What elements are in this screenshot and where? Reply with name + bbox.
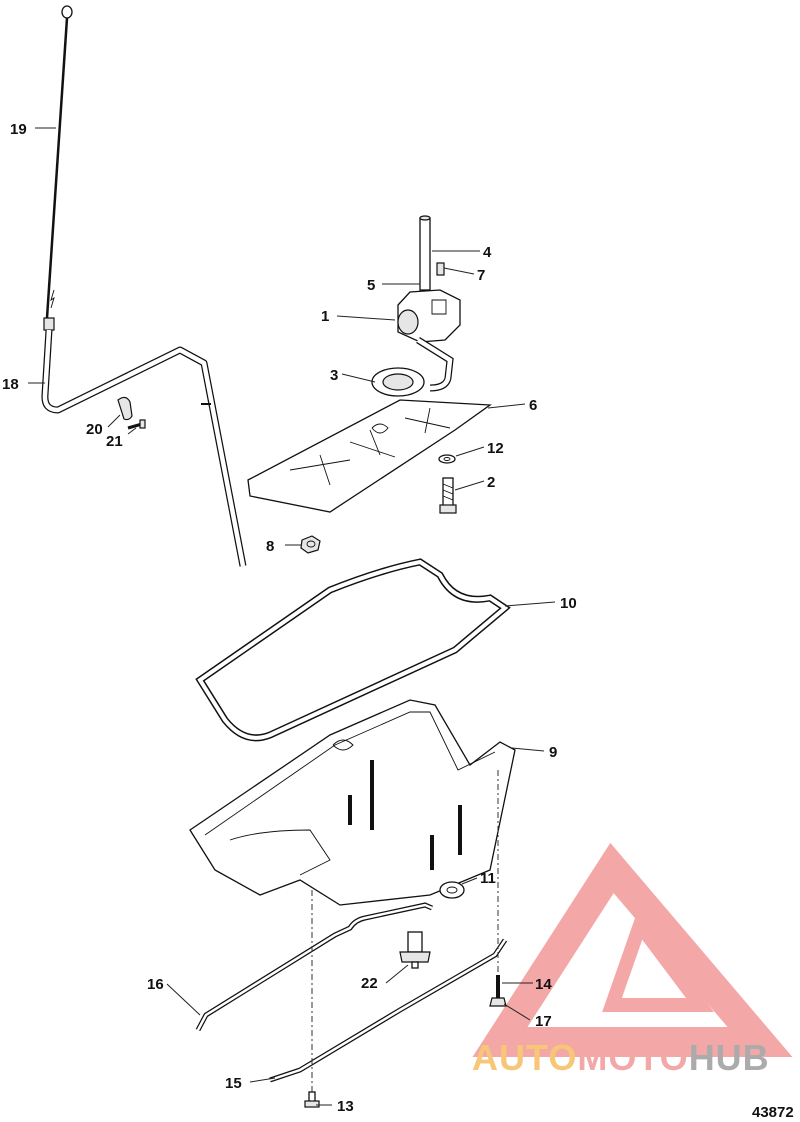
figure-number: 43872 [752, 1104, 794, 1121]
callouts: 19 18 1 3 5 4 7 6 12 2 8 10 9 11 20 21 1… [2, 121, 577, 1115]
rear-seal-left [195, 902, 433, 1032]
bolt [439, 477, 457, 514]
pump-pin [436, 262, 445, 276]
callout-13: 13 [337, 1098, 354, 1115]
watermark-moto: MOTO [577, 1037, 688, 1078]
callout-9: 9 [549, 744, 557, 761]
dipstick [43, 5, 73, 331]
callout-5: 5 [367, 277, 375, 294]
callout-1: 1 [321, 308, 329, 325]
callout-8: 8 [266, 538, 274, 555]
callout-14: 14 [535, 976, 552, 993]
callout-16: 16 [147, 976, 164, 993]
oil-pan [189, 699, 516, 906]
callout-22: 22 [361, 975, 378, 992]
pickup-screen [371, 367, 425, 397]
drain-plug [399, 931, 431, 969]
alignment-lines [311, 770, 499, 1092]
callout-4: 4 [483, 244, 492, 261]
watermark-auto: AUTO [472, 1037, 577, 1078]
oil-pump-drive-shaft [419, 215, 431, 291]
tube-clip [117, 396, 133, 421]
callout-7: 7 [477, 267, 485, 284]
callout-19: 19 [10, 121, 27, 138]
callout-11: 11 [480, 870, 496, 887]
dipstick-tube [41, 329, 247, 567]
callout-15: 15 [225, 1075, 242, 1092]
callout-17: 17 [535, 1013, 552, 1030]
callout-12: 12 [487, 440, 504, 457]
callout-6: 6 [529, 397, 537, 414]
washer [438, 454, 456, 464]
callout-3: 3 [330, 367, 338, 384]
windage-tray [247, 399, 492, 513]
svg-text:AUTOMOTOHUB: AUTOMOTOHUB [472, 1037, 770, 1078]
automotohub-logo-watermark: AUTOMOTOHUB [472, 842, 793, 1078]
callout-21: 21 [106, 433, 123, 450]
callout-18: 18 [2, 376, 19, 393]
callout-2: 2 [487, 474, 495, 491]
callout-20: 20 [86, 421, 103, 438]
rear-seal-right [269, 938, 508, 1083]
leader-lines [28, 127, 556, 1106]
clip-screw [127, 419, 146, 430]
watermark-hub: HUB [689, 1037, 770, 1078]
oil-pump [397, 289, 461, 392]
callout-10: 10 [560, 595, 577, 612]
nut [300, 535, 321, 554]
drain-plug-washer [439, 881, 465, 899]
oil-pan-gasket [195, 558, 511, 742]
stud-nut [489, 997, 507, 1007]
